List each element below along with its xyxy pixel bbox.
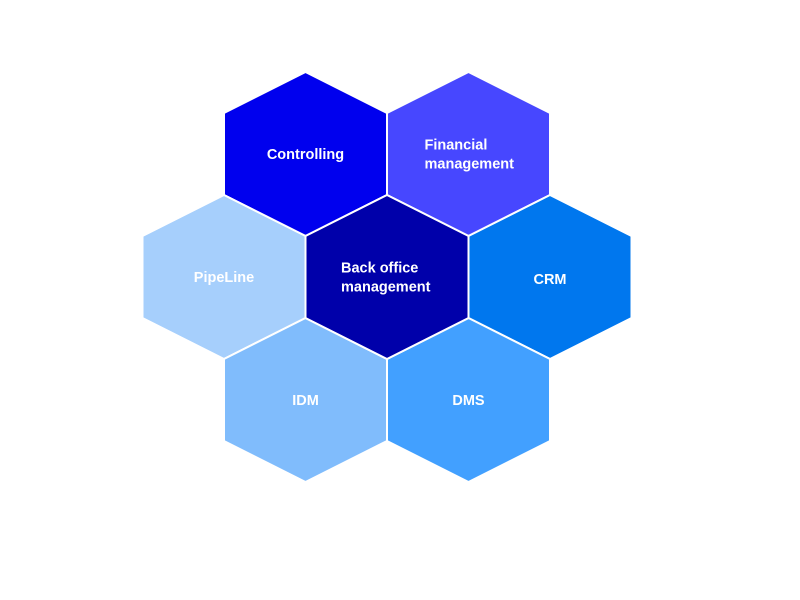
hexagon-label-idm: IDM bbox=[292, 393, 319, 409]
hexagon-shape-back-office-management bbox=[304, 193, 470, 361]
hexagon-label-line: Back office bbox=[341, 261, 418, 277]
hexagon-label-back-office-management: Back office management bbox=[341, 261, 431, 296]
hexagon-label-line: Financial bbox=[425, 138, 488, 154]
hexagon-label-crm: CRM bbox=[533, 272, 566, 288]
hexagon-label-line: DMS bbox=[452, 393, 485, 409]
hexagon-label-financial-management: Financial management bbox=[425, 138, 515, 173]
hexagon-label-controlling: Controlling bbox=[267, 147, 344, 163]
hexagon-back-office-management: Back office management bbox=[304, 193, 470, 361]
hexagon-label-line: management bbox=[425, 157, 515, 173]
hexagon-label-dms: DMS bbox=[452, 393, 485, 409]
hexagon-label-line: Controlling bbox=[267, 147, 344, 163]
hexagon-label-pipeline: PipeLine bbox=[194, 270, 254, 286]
hexagon-idm: IDM bbox=[223, 316, 388, 484]
hexagon-label-line: management bbox=[341, 280, 431, 296]
hexagon-financial-management: Financial management bbox=[386, 70, 551, 238]
hexagon-dms: DMS bbox=[386, 316, 551, 484]
hexagon-label-line: CRM bbox=[533, 272, 566, 288]
hexagon-label-line: PipeLine bbox=[194, 270, 254, 286]
hexagon-label-line: IDM bbox=[292, 393, 319, 409]
